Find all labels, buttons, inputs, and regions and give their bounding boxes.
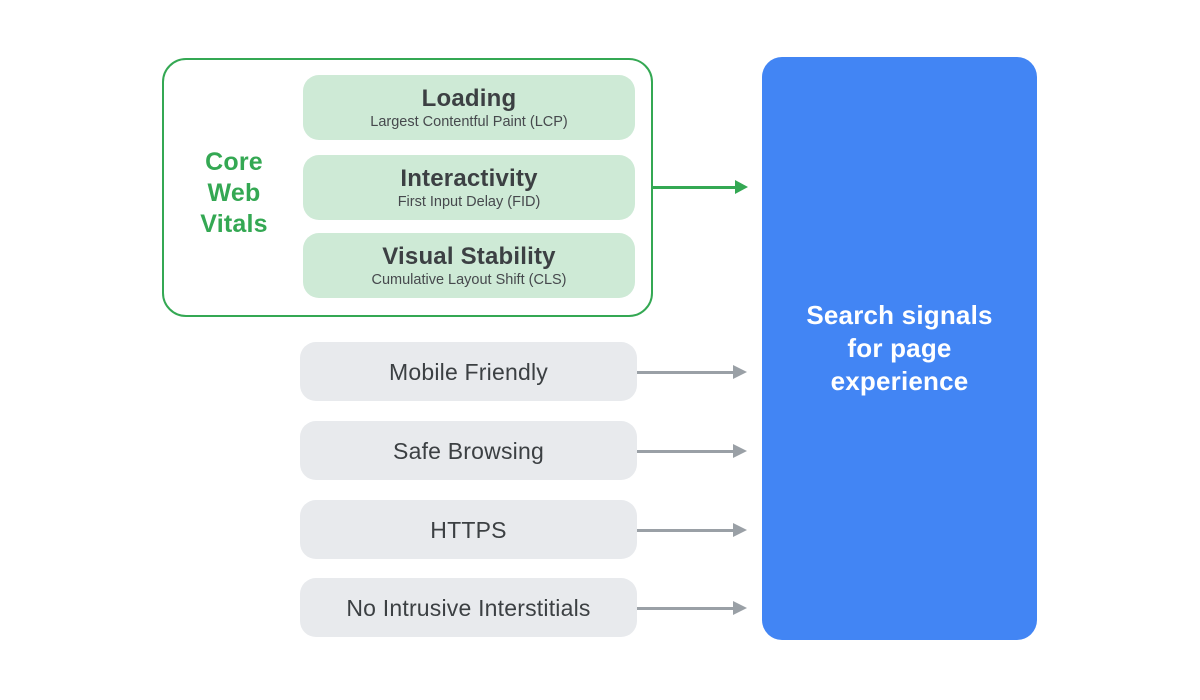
- gray-arrow-right-icon: [637, 443, 747, 459]
- green-arrow-right-icon: [653, 179, 748, 195]
- arrow-shaft: [637, 528, 736, 532]
- vital-pill-loading: Loading Largest Contentful Paint (LCP): [303, 75, 635, 140]
- core-web-vitals-label-line: Vitals: [200, 210, 268, 238]
- arrow-head: [733, 522, 747, 537]
- vital-subtitle: Cumulative Layout Shift (CLS): [371, 271, 567, 288]
- vital-title: Loading: [421, 84, 517, 112]
- arrow-shaft: [637, 449, 736, 453]
- search-signals-label-line: experience: [830, 366, 969, 396]
- vital-pill-interactivity: Interactivity First Input Delay (FID): [303, 155, 635, 220]
- search-signals-panel: Search signals for page experience: [762, 57, 1037, 640]
- signal-pill-https: HTTPS: [300, 500, 637, 559]
- signal-pill-mobile-friendly: Mobile Friendly: [300, 342, 637, 401]
- arrow-head: [733, 443, 747, 458]
- vital-title: Visual Stability: [382, 242, 556, 270]
- gray-arrow-right-icon: [637, 522, 747, 538]
- arrow-head: [735, 179, 748, 194]
- core-web-vitals-label-line: Web: [207, 179, 261, 207]
- signal-label: No Intrusive Interstitials: [346, 594, 591, 621]
- search-signals-label: Search signals for page experience: [806, 299, 992, 398]
- vital-title: Interactivity: [400, 164, 538, 192]
- signal-pill-no-intrusive-interstitials: No Intrusive Interstitials: [300, 578, 637, 637]
- vital-pill-visual-stability: Visual Stability Cumulative Layout Shift…: [303, 233, 635, 298]
- arrow-shaft: [637, 370, 736, 374]
- signal-pill-safe-browsing: Safe Browsing: [300, 421, 637, 480]
- vital-subtitle: First Input Delay (FID): [397, 193, 541, 210]
- gray-arrow-right-icon: [637, 364, 747, 380]
- core-web-vitals-label: Core Web Vitals: [186, 147, 282, 240]
- arrow-head: [733, 600, 747, 615]
- signal-label: Mobile Friendly: [389, 358, 548, 385]
- arrow-shaft: [637, 606, 736, 610]
- core-web-vitals-label-line: Core: [205, 148, 263, 176]
- arrow-head: [733, 364, 747, 379]
- vital-subtitle: Largest Contentful Paint (LCP): [370, 113, 568, 130]
- arrow-shaft: [653, 185, 737, 189]
- signal-label: Safe Browsing: [393, 437, 544, 464]
- search-signals-label-line: Search signals: [806, 300, 993, 330]
- search-signals-label-line: for page: [847, 333, 952, 363]
- core-web-vitals-group-outline: [162, 58, 653, 317]
- gray-arrow-right-icon: [637, 600, 747, 616]
- signal-label: HTTPS: [430, 516, 507, 543]
